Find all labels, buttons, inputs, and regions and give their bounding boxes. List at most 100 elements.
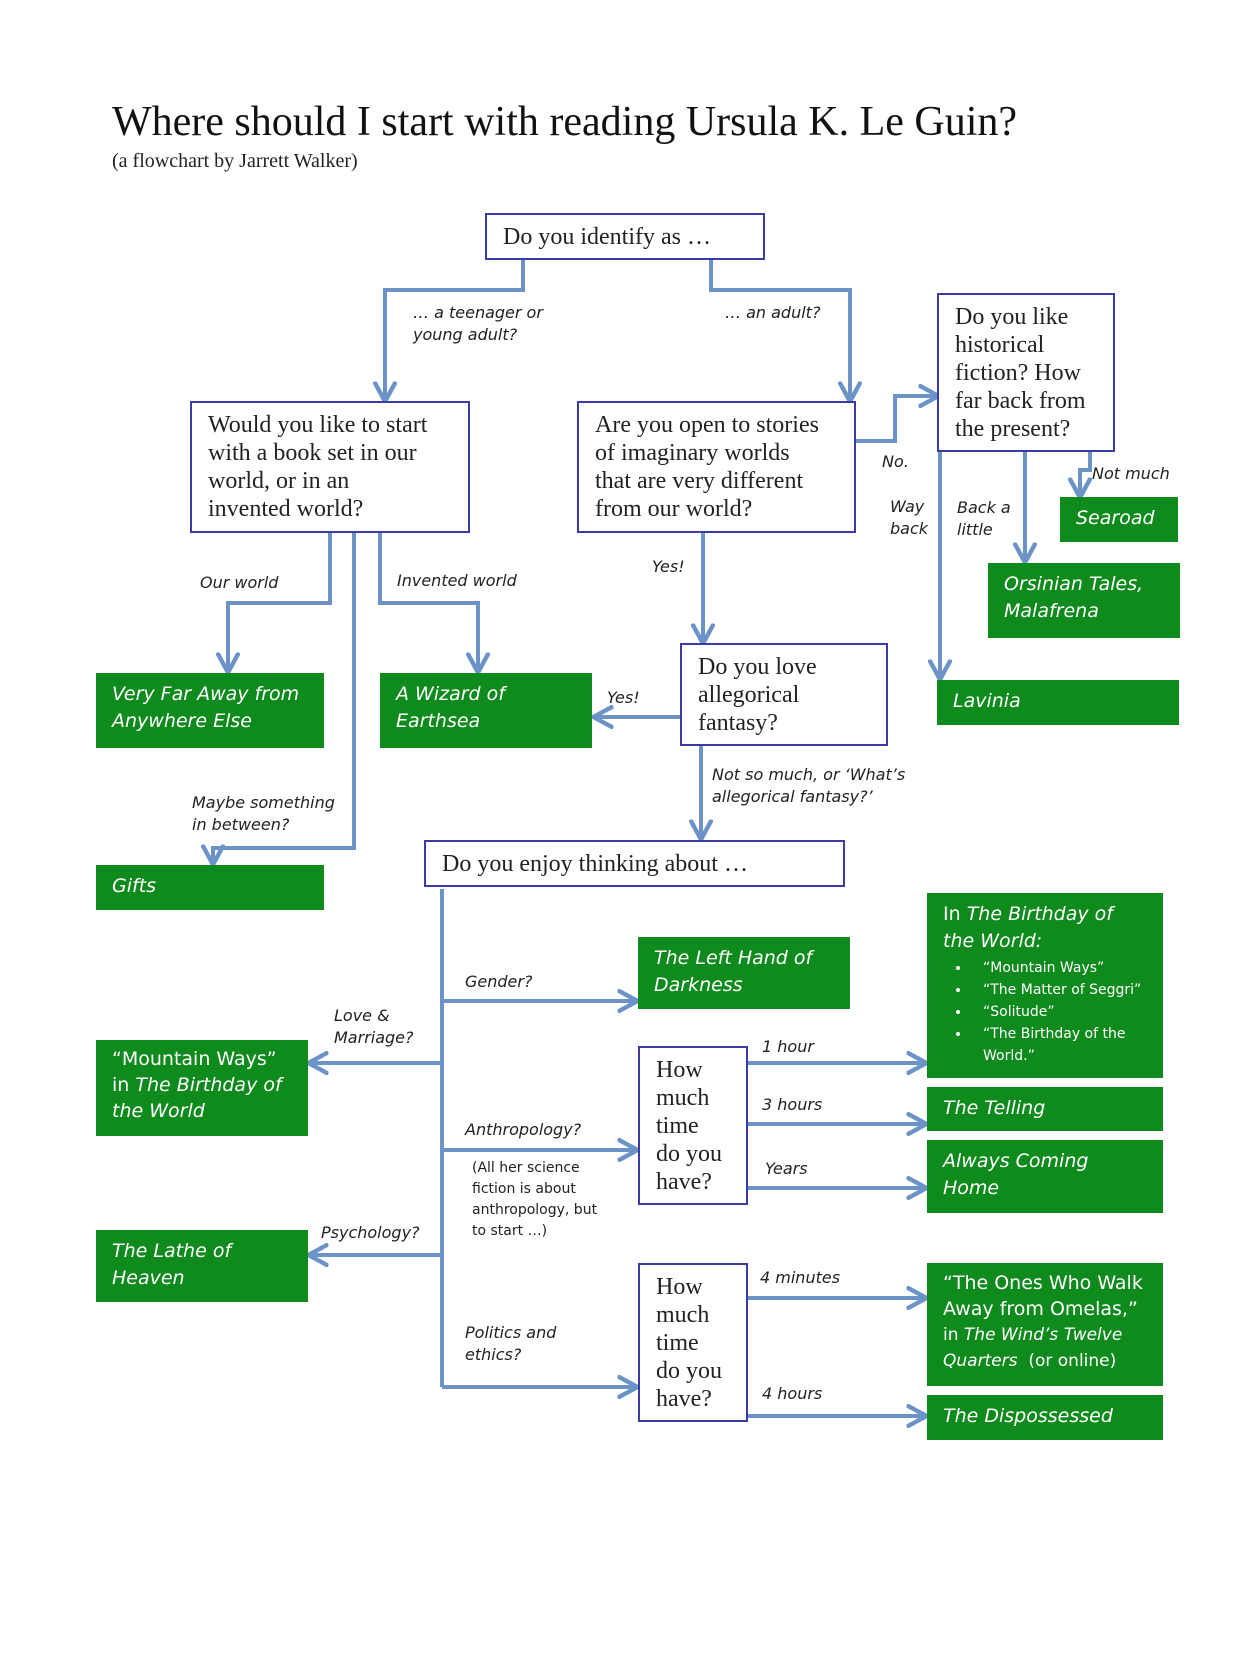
question-line: do you (656, 1141, 722, 1167)
question-line: much (656, 1302, 710, 1328)
book-line: The Left Hand of (654, 947, 813, 969)
arrow-to-imaginary-question (709, 258, 850, 400)
book-line: Orsinian Tales, (1004, 573, 1144, 595)
label-4-hours: 4 hours (762, 1384, 823, 1403)
book-searoad: Searoad (1060, 497, 1178, 542)
label-not-so-much: Not so much, or ‘What’s allegorical fant… (712, 764, 905, 808)
question-line: world, or in an (208, 468, 350, 494)
note-line: fiction is about (472, 1181, 576, 1197)
arrow-to-world-question (385, 258, 525, 400)
question-imaginary: Are you open to stories of imaginary wor… (577, 401, 856, 533)
label-our-world: Our world (200, 573, 279, 592)
question-line: far back from (955, 388, 1086, 414)
label-psychology: Psychology? (321, 1223, 420, 1242)
question-identify-text: Do you identify as … (503, 224, 711, 250)
label-line: Way (890, 497, 925, 516)
label-love-marriage: Love & Marriage? (334, 1005, 414, 1049)
label-line: ethics? (465, 1345, 522, 1364)
note-line: anthropology, but (472, 1202, 598, 1218)
book-the-telling: The Telling (927, 1087, 1163, 1131)
label-line: Love & (334, 1006, 390, 1025)
book-line: Gifts (112, 875, 157, 897)
label-back-a-little: Back a little (957, 497, 1011, 541)
book-line: “The Ones Who Walk (943, 1272, 1143, 1294)
book-line: The Telling (943, 1097, 1046, 1119)
label-line: Politics and (465, 1323, 557, 1342)
question-line: that are very different (595, 468, 804, 494)
book-lavinia: Lavinia (937, 680, 1179, 725)
book-line: Searoad (1076, 507, 1155, 529)
arrow-to-gifts (213, 533, 356, 863)
label-4-minutes: 4 minutes (760, 1268, 841, 1287)
question-line: from our world? (595, 496, 753, 522)
book-suffix: (or online) (1017, 1351, 1117, 1371)
book-line: The Dispossessed (943, 1405, 1113, 1427)
label-way-back: Way back (890, 496, 928, 540)
question-line: Are you open to stories (595, 412, 819, 438)
book-line: Away from Omelas,” (943, 1298, 1138, 1320)
note-line: to start …) (472, 1223, 548, 1239)
book-line: Very Far Away from (112, 683, 300, 705)
book-title: The Birthday of (135, 1074, 282, 1096)
question-line: allegorical (698, 682, 800, 708)
book-line: Always Coming (943, 1150, 1089, 1172)
question-world: Would you like to start with a book set … (190, 401, 470, 533)
story-list: “Mountain Ways” “The Matter of Seggri” “… (943, 957, 1147, 1067)
question-identify: Do you identify as … (485, 213, 765, 260)
book-line: the World: (943, 930, 1043, 952)
label-1-hour: 1 hour (762, 1037, 814, 1056)
question-enjoy: Do you enjoy thinking about … (424, 840, 845, 887)
question-enjoy-text: Do you enjoy thinking about … (442, 851, 748, 877)
book-mountain-ways: “Mountain Ways” in The Birthday of the W… (96, 1040, 308, 1136)
question-line: Do you love (698, 654, 817, 680)
label-line: little (957, 520, 993, 539)
book-orsinian-tales: Orsinian Tales, Malafrena (988, 563, 1180, 638)
story-item: “Solitude” (971, 1001, 1147, 1023)
book-prefix: in (112, 1074, 136, 1096)
question-line: do you (656, 1358, 722, 1384)
label-no: No. (882, 452, 909, 471)
label-years: Years (765, 1159, 808, 1178)
book-lathe-of-heaven: The Lathe of Heaven (96, 1230, 308, 1302)
book-omelas: “The Ones Who Walk Away from Omelas,” in… (927, 1263, 1163, 1386)
label-yes-open: Yes! (652, 557, 685, 576)
label-line: young adult? (413, 325, 518, 344)
question-line: the present? (955, 416, 1071, 442)
book-line: the World (112, 1100, 205, 1122)
label-line: … a teenager or (413, 303, 543, 322)
book-title: The Wind’s Twelve (963, 1325, 1123, 1345)
question-time-2: How much time do you have? (638, 1263, 748, 1422)
label-line: Back a (957, 498, 1011, 517)
book-line: Malafrena (1004, 600, 1099, 622)
book-very-far-away: Very Far Away from Anywhere Else (96, 673, 324, 748)
question-line: fiction? How (955, 360, 1081, 386)
book-line: in The Wind’s Twelve (943, 1322, 1147, 1348)
question-line: Do you like (955, 304, 1069, 330)
story-item: “Mountain Ways” (971, 957, 1147, 979)
question-line: How (656, 1274, 703, 1300)
label-3-hours: 3 hours (762, 1095, 823, 1114)
question-line: How (656, 1057, 703, 1083)
book-line: in The Birthday of (112, 1072, 292, 1098)
question-time-1: How much time do you have? (638, 1046, 748, 1205)
book-line: Darkness (654, 974, 743, 996)
book-line: Home (943, 1177, 1000, 1199)
label-invented-world: Invented world (397, 571, 517, 590)
book-line: Quarters (or online) (943, 1348, 1147, 1374)
question-line: much (656, 1085, 710, 1111)
label-line: in between? (192, 815, 290, 834)
book-line: Anywhere Else (112, 710, 252, 732)
question-line: have? (656, 1169, 712, 1195)
question-line: time (656, 1330, 699, 1356)
note-line: (All her science (472, 1160, 580, 1176)
book-wizard-of-earthsea: A Wizard of Earthsea (380, 673, 592, 748)
book-prefix: in (943, 1325, 964, 1345)
label-line: Maybe something (192, 793, 335, 812)
page-title: Where should I start with reading Ursula… (112, 99, 1018, 145)
book-line: In The Birthday of (943, 901, 1147, 928)
note-anthropology: (All her science fiction is about anthro… (472, 1158, 597, 1242)
question-line: of imaginary worlds (595, 440, 790, 466)
book-birthday-of-the-world: In The Birthday of the World: “Mountain … (927, 893, 1163, 1078)
book-line: The Lathe of (112, 1240, 232, 1262)
question-line: historical (955, 332, 1045, 358)
